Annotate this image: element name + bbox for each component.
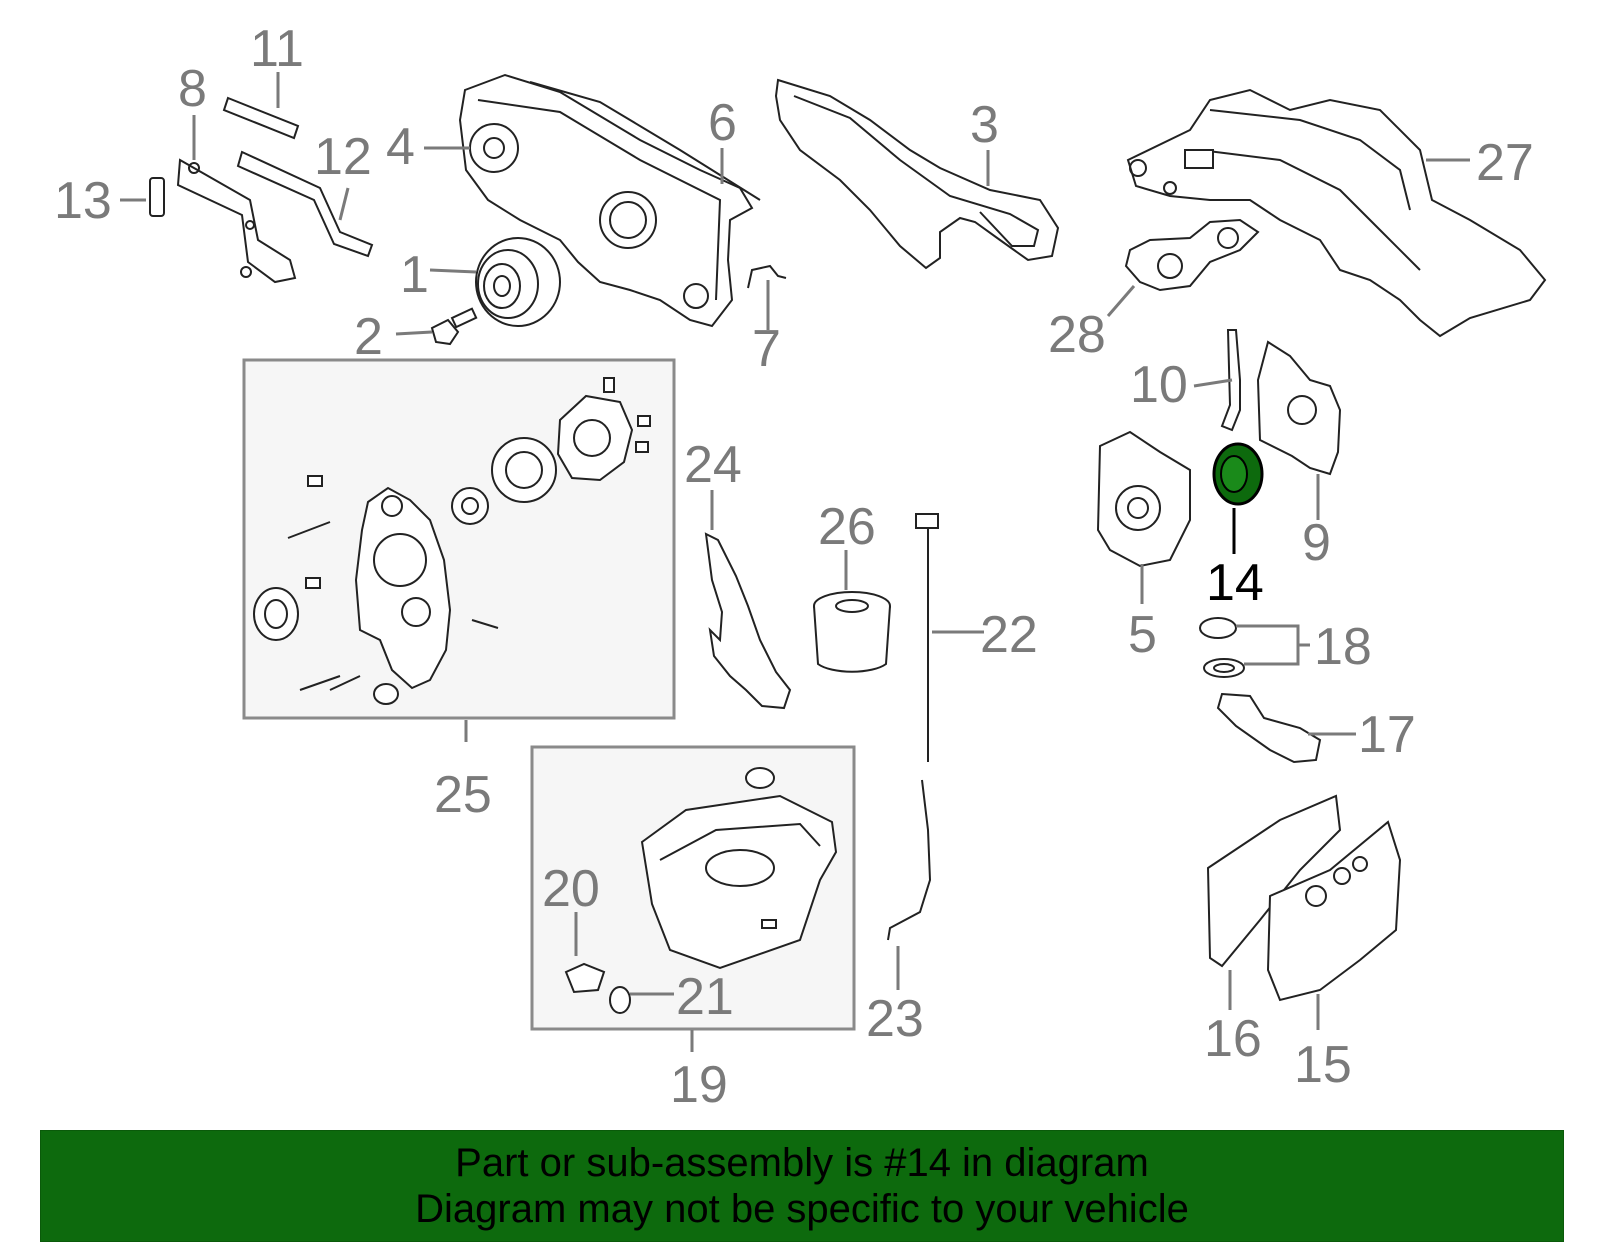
label-9: 9 bbox=[1302, 514, 1331, 572]
part-3-belt bbox=[774, 78, 1060, 270]
label-27: 27 bbox=[1476, 134, 1534, 192]
part-17-filler-pipe bbox=[1216, 692, 1322, 764]
part-9-plate bbox=[1256, 340, 1342, 476]
part-15-cover bbox=[1266, 820, 1402, 1002]
label-16: 16 bbox=[1204, 1010, 1262, 1068]
part-19-oil-pan-assembly bbox=[564, 767, 838, 1014]
part-5-cover bbox=[1096, 430, 1191, 568]
part-26-oil-filter bbox=[813, 591, 891, 673]
part-25-oil-pump-assembly bbox=[253, 377, 651, 705]
label-22: 22 bbox=[980, 606, 1038, 664]
label-23: 23 bbox=[866, 990, 924, 1048]
label-25: 25 bbox=[434, 766, 492, 824]
part-10-gasket-strip bbox=[1220, 329, 1241, 432]
part-28-gasket bbox=[1124, 218, 1260, 292]
label-8: 8 bbox=[178, 60, 207, 118]
label-20: 20 bbox=[542, 860, 600, 918]
label-3: 3 bbox=[970, 96, 999, 154]
part-24-pickup-tube bbox=[704, 532, 792, 710]
footer-line-1: Part or sub-assembly is #14 in diagram bbox=[455, 1141, 1149, 1185]
leader-lines bbox=[120, 72, 1470, 1052]
label-21: 21 bbox=[676, 968, 734, 1026]
label-18: 18 bbox=[1314, 618, 1372, 676]
part-2-bolt bbox=[430, 307, 478, 346]
part-12-strip bbox=[236, 150, 374, 258]
label-14-highlighted: 14 bbox=[1206, 554, 1264, 612]
part-6-gasket bbox=[529, 81, 761, 201]
label-13: 13 bbox=[54, 172, 112, 230]
footer-line-2: Diagram may not be specific to your vehi… bbox=[415, 1187, 1189, 1231]
label-17: 17 bbox=[1358, 706, 1416, 764]
part-22-dipstick bbox=[915, 513, 939, 762]
part-4-timing-cover bbox=[458, 73, 754, 328]
label-2: 2 bbox=[354, 308, 383, 366]
part-18-cap bbox=[1199, 617, 1245, 678]
part-11-strip bbox=[222, 96, 300, 140]
label-15: 15 bbox=[1294, 1036, 1352, 1094]
label-7: 7 bbox=[752, 320, 781, 378]
part-23-dipstick-tube bbox=[887, 779, 932, 941]
label-1: 1 bbox=[400, 246, 429, 304]
part-1-pulley bbox=[475, 237, 561, 327]
label-24: 24 bbox=[684, 436, 742, 494]
label-26: 26 bbox=[818, 498, 876, 556]
label-4: 4 bbox=[386, 118, 415, 176]
part-7-clip bbox=[747, 264, 787, 289]
label-6: 6 bbox=[708, 94, 737, 152]
part-8-bracket bbox=[176, 158, 297, 284]
label-28: 28 bbox=[1048, 306, 1106, 364]
label-12: 12 bbox=[314, 128, 372, 186]
part-14-seal-highlighted bbox=[1212, 442, 1264, 506]
label-10: 10 bbox=[1130, 356, 1188, 414]
footer-banner: Part or sub-assembly is #14 in diagram D… bbox=[40, 1130, 1564, 1242]
label-11: 11 bbox=[250, 20, 304, 78]
part-16-gasket bbox=[1206, 794, 1342, 968]
label-19: 19 bbox=[670, 1056, 728, 1114]
part-13-pad bbox=[149, 177, 165, 217]
label-5: 5 bbox=[1128, 606, 1157, 664]
part-27-intake-manifold bbox=[1126, 88, 1547, 338]
